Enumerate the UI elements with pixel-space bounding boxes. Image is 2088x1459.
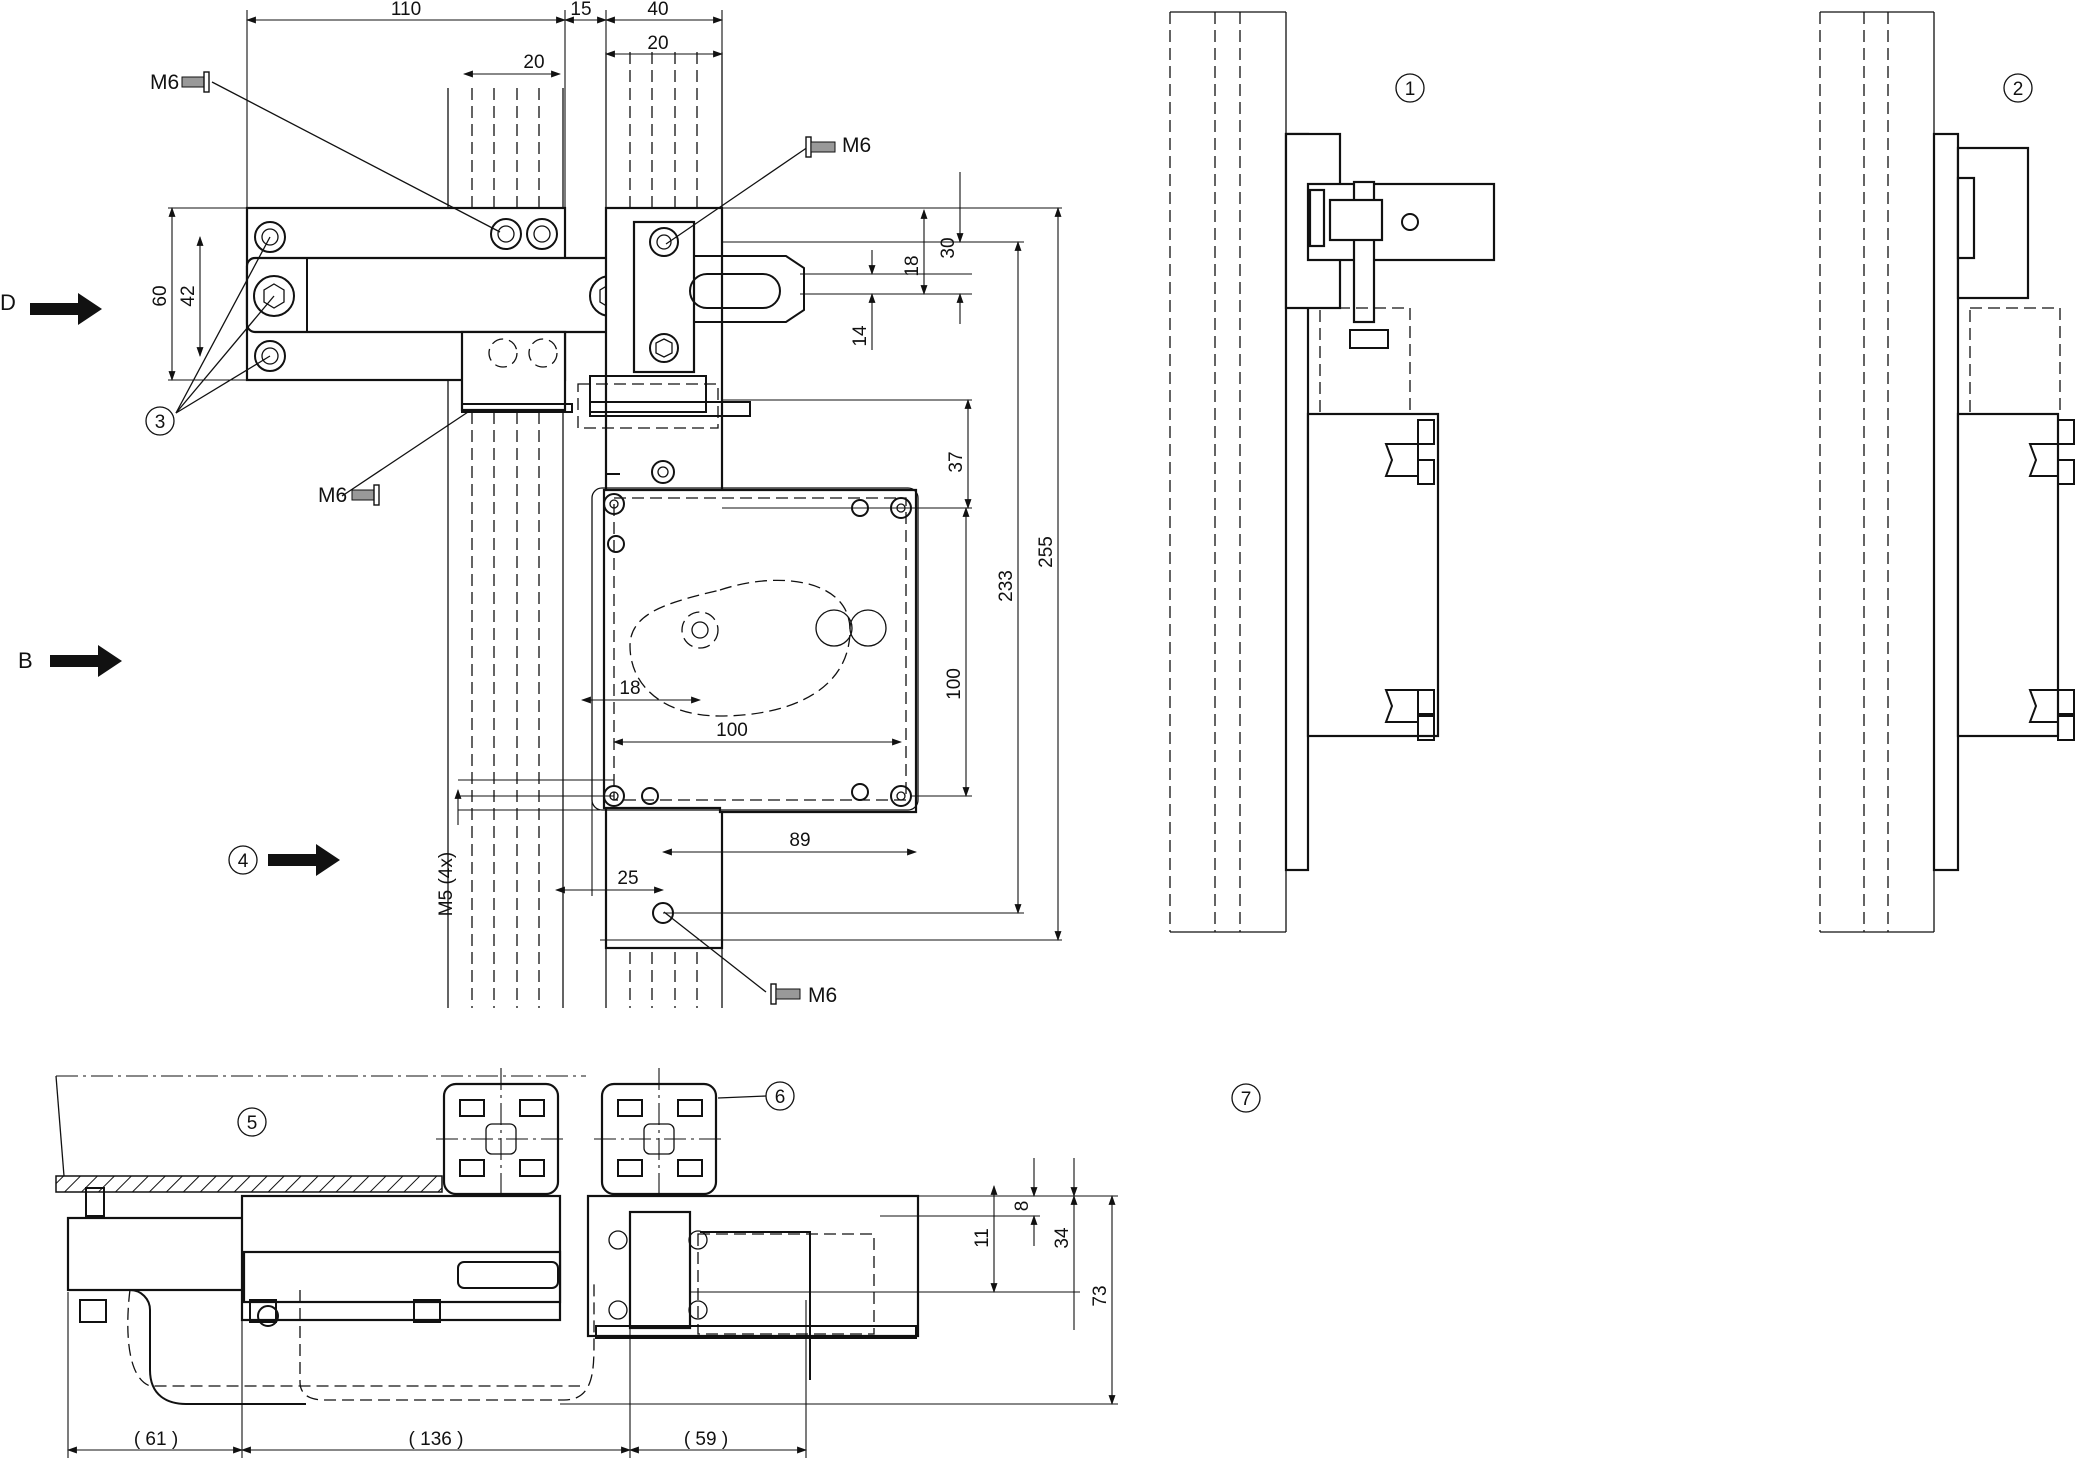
- dim-233: 233: [996, 570, 1017, 602]
- dim-15: 15: [570, 0, 591, 20]
- dim-34: 34: [1052, 1227, 1073, 1249]
- dim-11: 11: [972, 1228, 993, 1248]
- leaders: [175, 81, 809, 993]
- callout-5-circle: [237, 1107, 267, 1137]
- dim-m5: M5 (4x): [436, 852, 457, 916]
- screw-label-c: M6: [318, 484, 347, 507]
- dim-61: ( 61 ): [134, 1429, 178, 1450]
- dim-59: ( 59 ): [684, 1429, 728, 1450]
- screw-label-d: M6: [808, 984, 837, 1007]
- side-view-1: 1: [1169, 11, 1496, 933]
- dim-110: 110: [391, 0, 421, 20]
- callout-4: 4: [238, 851, 249, 872]
- screw-label-a: M6: [150, 71, 179, 94]
- callout-1-circle: [1395, 73, 1425, 103]
- callout-6: 6: [775, 1087, 786, 1108]
- dim-37: 37: [946, 451, 967, 472]
- dim-25: 25: [617, 868, 638, 889]
- dim-100-horizontal: 100: [716, 720, 748, 741]
- dim-42: 42: [178, 285, 199, 306]
- dim-100-vertical: 100: [944, 668, 965, 700]
- dim-8: 8: [1012, 1201, 1033, 1212]
- callout-1: 1: [1405, 79, 1416, 100]
- dim-30: 30: [938, 237, 959, 258]
- dim-20b: 20: [647, 33, 668, 54]
- callout-2: 2: [2013, 79, 2024, 100]
- callout-3-circle: [145, 406, 175, 436]
- front-dimensions: [168, 10, 1062, 941]
- actuator: [577, 375, 751, 484]
- arrow-label-d: D: [0, 290, 16, 315]
- dim-73: 73: [1090, 1285, 1111, 1306]
- screw-glyph-d: [770, 983, 801, 1005]
- safety-switch: [591, 438, 919, 814]
- dim-89: 89: [789, 830, 810, 851]
- callout-6-circle: [765, 1081, 795, 1111]
- screw-label-b: M6: [842, 134, 871, 157]
- dim-60: 60: [150, 285, 171, 306]
- front-view: 110 15 40 20 20 60 42 18 30 14 37 233 25…: [0, 0, 1062, 1008]
- screw-glyph-c: [351, 484, 380, 506]
- handle-assembly: [245, 206, 637, 413]
- dim-136: ( 136 ): [409, 1429, 464, 1450]
- screw-glyph-b: [805, 136, 836, 158]
- callout-3: 3: [155, 412, 166, 433]
- dim-14: 14: [850, 325, 871, 347]
- dim-18-right: 18: [902, 255, 923, 276]
- callout-5: 5: [247, 1113, 258, 1134]
- dim-18-inner: 18: [619, 678, 640, 699]
- dim-40: 40: [647, 0, 668, 20]
- screw-glyph-a: [181, 71, 210, 93]
- arrow-label-b: B: [18, 648, 33, 673]
- dim-20a: 20: [523, 52, 544, 73]
- view-arrow-4: [268, 844, 340, 876]
- dim-255: 255: [1036, 536, 1057, 568]
- side-view-2: 2: [1819, 11, 2075, 933]
- view-arrow-d: [30, 293, 102, 325]
- callout-2-circle: [2003, 73, 2033, 103]
- callout-7: 7: [1241, 1089, 1252, 1110]
- bottom-view: 5 6 7 8 11 34 73 ( 61 ) ( 136 ) ( 59 ): [55, 1068, 1261, 1458]
- callout-4-circle: [228, 845, 258, 875]
- view-arrow-b: [50, 645, 122, 677]
- callout-7-circle: [1231, 1083, 1261, 1113]
